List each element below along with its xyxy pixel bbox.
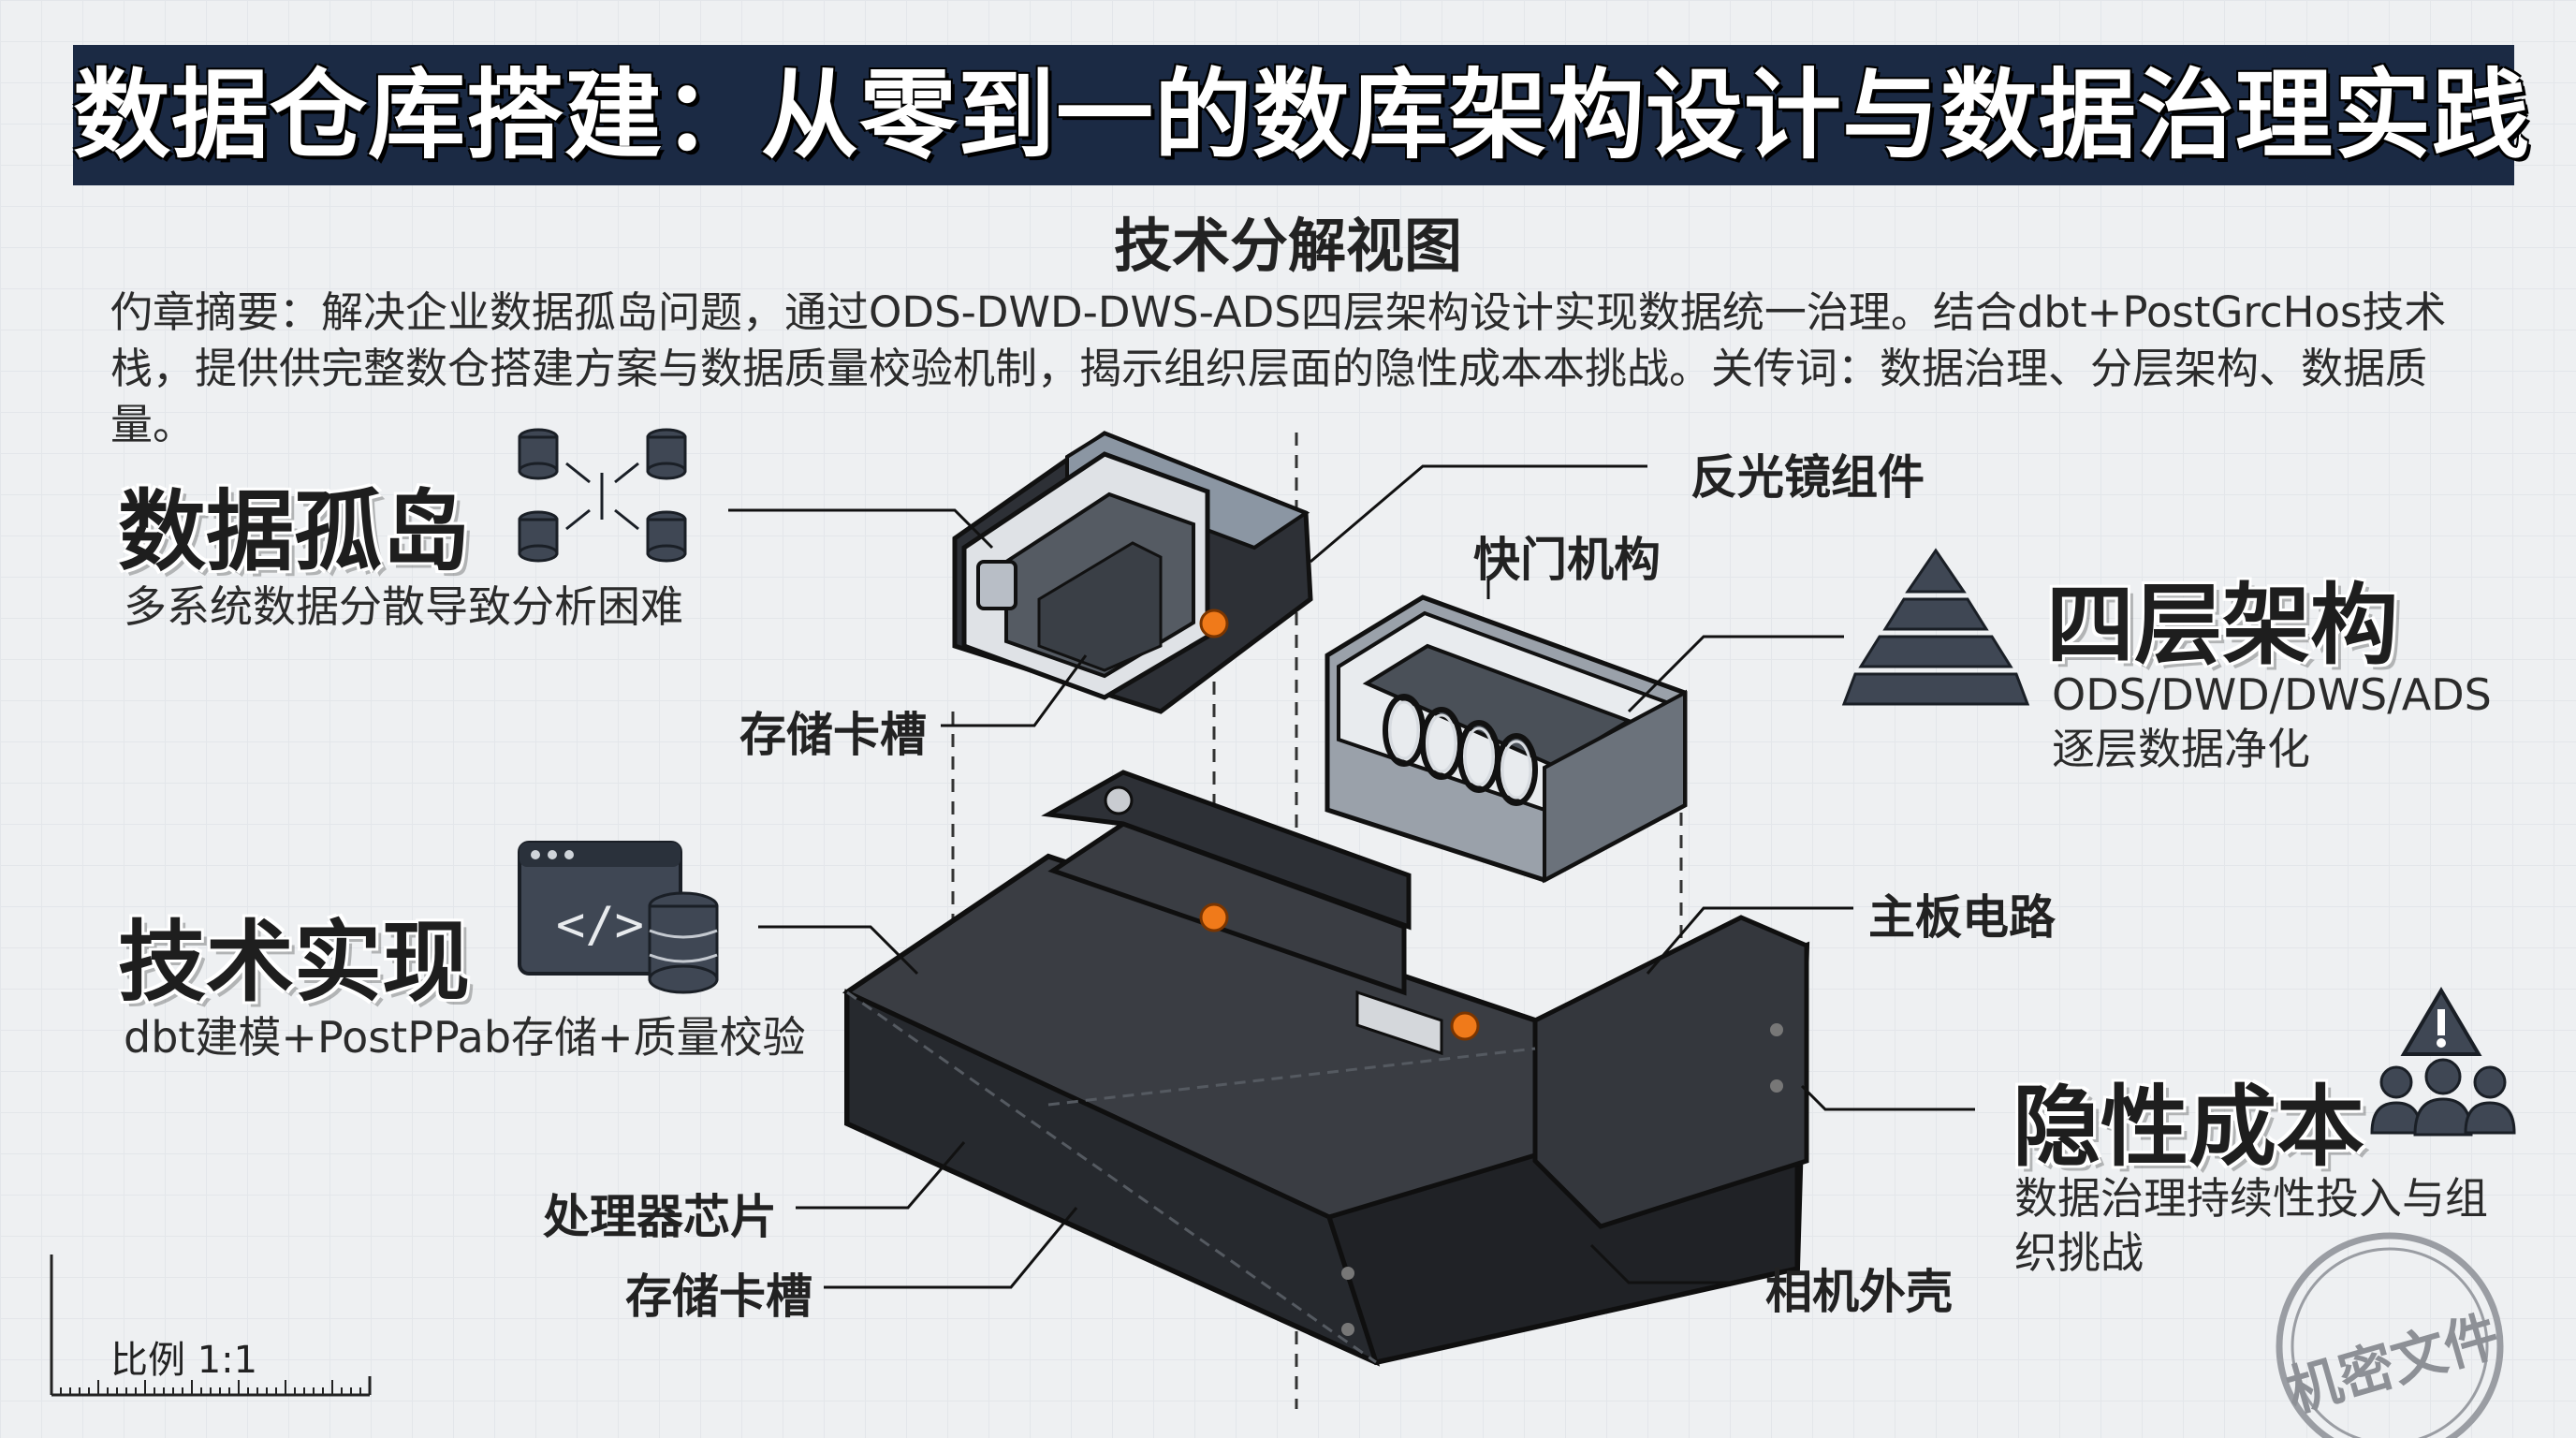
layers-title: 四层架构	[2046, 575, 2399, 677]
title-banner: 数据仓库搭建：从零到一的数库架构设计与数据治理实践	[73, 45, 2531, 185]
callout-cpu: 处理器芯片	[543, 1190, 777, 1244]
scale-ticks	[51, 1380, 371, 1395]
svg-text:</>: </>	[556, 897, 644, 953]
scale-label: 比例 1:1	[110, 1339, 258, 1382]
pyramid-icon	[1841, 548, 2030, 706]
leader-lines	[728, 464, 1975, 1289]
code-window-database-icon: </>	[518, 841, 719, 994]
warning-people-icon	[2370, 987, 2516, 1137]
callout-shutter: 快门机构	[1473, 533, 1661, 587]
layers-desc-1: ODS/DWD/DWS/ADS	[2052, 669, 2492, 720]
reflector-module	[952, 431, 1313, 714]
callout-reflector: 反光镜组件	[1690, 450, 1925, 505]
abstract-text: 仢章摘要：解决企业数据孤岛问题，通过ODS-DWD-DWS-ADS四层架构设计实…	[110, 287, 2447, 449]
tech-title: 技术实现	[118, 912, 471, 1014]
cost-title: 隐性成本	[2012, 1077, 2365, 1179]
shutter-module	[1325, 594, 1688, 884]
database-network-icon	[518, 428, 687, 563]
silo-title: 数据孤岛	[118, 481, 471, 583]
callout-shell: 相机外壳	[1765, 1265, 1953, 1319]
camera-body	[842, 770, 1810, 1367]
callout-slot-bottom: 存储卡槽	[625, 1269, 812, 1324]
cost-desc-2: 织挑战	[2014, 1227, 2144, 1278]
cost-desc-1: 数据治理持续性投入与组	[2014, 1173, 2488, 1224]
callout-slot-top: 存储卡槽	[739, 708, 927, 762]
diagram-subtitle: 技术分解视图	[1113, 212, 1462, 280]
silo-desc: 多系统数据分散导致分析困难	[124, 581, 683, 632]
layers-desc-2: 逐层数据净化	[2052, 724, 2310, 774]
stamp-seal	[2276, 1232, 2504, 1438]
callout-board: 主板电路	[1868, 890, 2056, 945]
page-title: 数据仓库搭建：从零到一的数库架构设计与数据治理实践	[73, 58, 2531, 172]
tech-desc: dbt建模+PostPPab存储+质量校验	[124, 1012, 806, 1063]
